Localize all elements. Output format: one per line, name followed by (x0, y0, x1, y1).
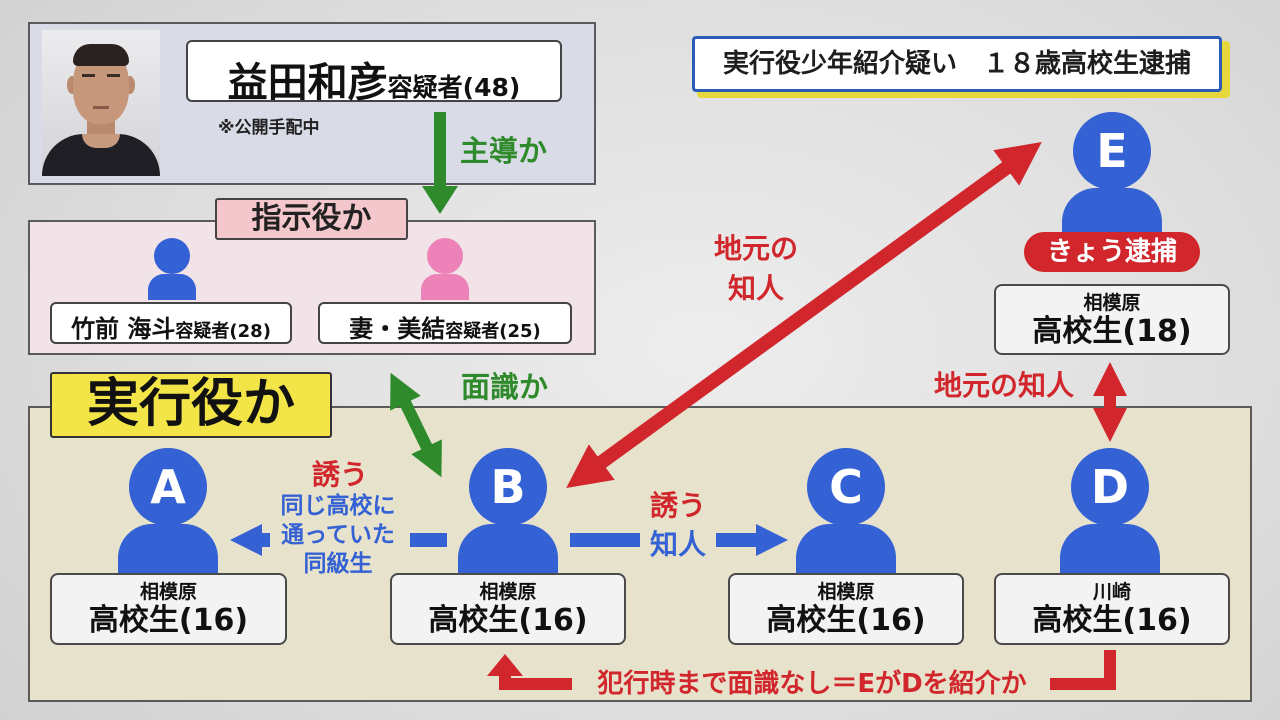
acquaintance-link-label: 面識か (461, 370, 549, 404)
person-e-role: 高校生(18) (1032, 314, 1192, 349)
b-c-detail-label: 知人 (649, 528, 706, 561)
photo-ear (67, 76, 77, 94)
b-e-relation-label: 地元の 知人 (706, 229, 806, 309)
person-a-area: 相模原 (139, 581, 197, 603)
person-d-head: D (1071, 448, 1149, 526)
person-b-letter: B (490, 460, 526, 514)
person-b-body (458, 524, 558, 576)
person-a-head: A (129, 448, 207, 526)
b-a-verb-label: 誘う (311, 458, 368, 491)
b-a-detail-label: 同じ高校に 通っていた 同級生 (268, 492, 408, 579)
instructor-name: 妻・美結 (349, 315, 446, 343)
person-d-area: 川崎 (1092, 581, 1131, 603)
person-e-info: 相模原 高校生(18) (994, 284, 1230, 355)
ringleader-name-box: 益田和彦 容疑者(48) (186, 40, 562, 106)
person-icon-body (148, 274, 196, 300)
person-a-role: 高校生(16) (88, 603, 249, 638)
person-d-info: 川崎 高校生(16) (994, 573, 1230, 645)
person-d: D (1060, 448, 1160, 576)
arrested-badge: きょう逮捕 (1024, 232, 1200, 272)
person-b-role: 高校生(16) (428, 603, 588, 638)
person-icon-body (421, 274, 469, 300)
photo-mouth (93, 106, 109, 109)
suspect-photo (42, 30, 160, 176)
b-c-verb-label: 誘う (649, 489, 706, 522)
person-e-head: E (1073, 112, 1151, 190)
photo-collar (82, 134, 120, 148)
instructors-tab: 指示役か (215, 198, 408, 240)
person-b: B (458, 448, 558, 576)
headline: 実行役少年紹介疑い １８歳高校生逮捕 (692, 36, 1222, 92)
person-a-body (118, 524, 218, 576)
instructor-title: 容疑者(25) (445, 321, 541, 342)
person-d-role: 高校生(16) (1032, 603, 1192, 638)
e-d-relation-label: 地元の知人 (933, 369, 1074, 402)
person-d-letter: D (1090, 460, 1130, 514)
person-b-area: 相模原 (479, 581, 537, 603)
b-e-relation-line: 地元の (713, 232, 798, 265)
wanted-note: ※公開手配中 (218, 118, 320, 138)
person-c: C (796, 448, 896, 576)
photo-brow (82, 74, 95, 77)
person-c-area: 相模原 (817, 581, 875, 603)
person-e-area: 相模原 (1083, 292, 1141, 314)
executors-tab: 実行役か (50, 372, 332, 438)
person-e-body (1062, 188, 1162, 240)
d-b-relation-label: 犯行時まで面識なし＝EがDを紹介か (597, 669, 1027, 699)
person-c-info: 相模原 高校生(16) (728, 573, 964, 645)
person-a: A (118, 448, 218, 576)
instructor-name: 竹前 海斗 (71, 315, 176, 343)
person-e: E (1062, 112, 1162, 240)
person-b-head: B (469, 448, 547, 526)
person-icon-head (154, 238, 190, 274)
instructor-title: 容疑者(28) (175, 321, 271, 342)
person-d-body (1060, 524, 1160, 576)
person-icon-wife (421, 238, 469, 300)
ringleader-name: 益田和彦 (227, 60, 388, 106)
person-c-body (796, 524, 896, 576)
instructor-box-2: 妻・美結 容疑者(25) (318, 302, 572, 344)
b-a-detail-line: 同じ高校に (280, 493, 396, 519)
instructor-box-1: 竹前 海斗 容疑者(28) (50, 302, 292, 344)
photo-ear (125, 76, 135, 94)
person-a-letter: A (150, 460, 186, 514)
ringleader-title: 容疑者(48) (387, 73, 521, 102)
person-icon-takemae (148, 238, 196, 300)
person-e-letter: E (1096, 124, 1128, 178)
person-icon-head (427, 238, 463, 274)
person-c-role: 高校生(16) (766, 603, 926, 638)
ringleader-link-label: 主導か (460, 134, 548, 168)
photo-brow (107, 74, 120, 77)
person-c-head: C (807, 448, 885, 526)
b-e-relation-line: 知人 (727, 272, 784, 305)
person-c-letter: C (829, 460, 863, 514)
b-a-detail-line: 通っていた (281, 522, 395, 548)
person-b-info: 相模原 高校生(16) (390, 573, 626, 645)
b-a-detail-line: 同級生 (303, 551, 373, 577)
person-a-info: 相模原 高校生(16) (50, 573, 287, 645)
photo-hair (73, 44, 129, 66)
